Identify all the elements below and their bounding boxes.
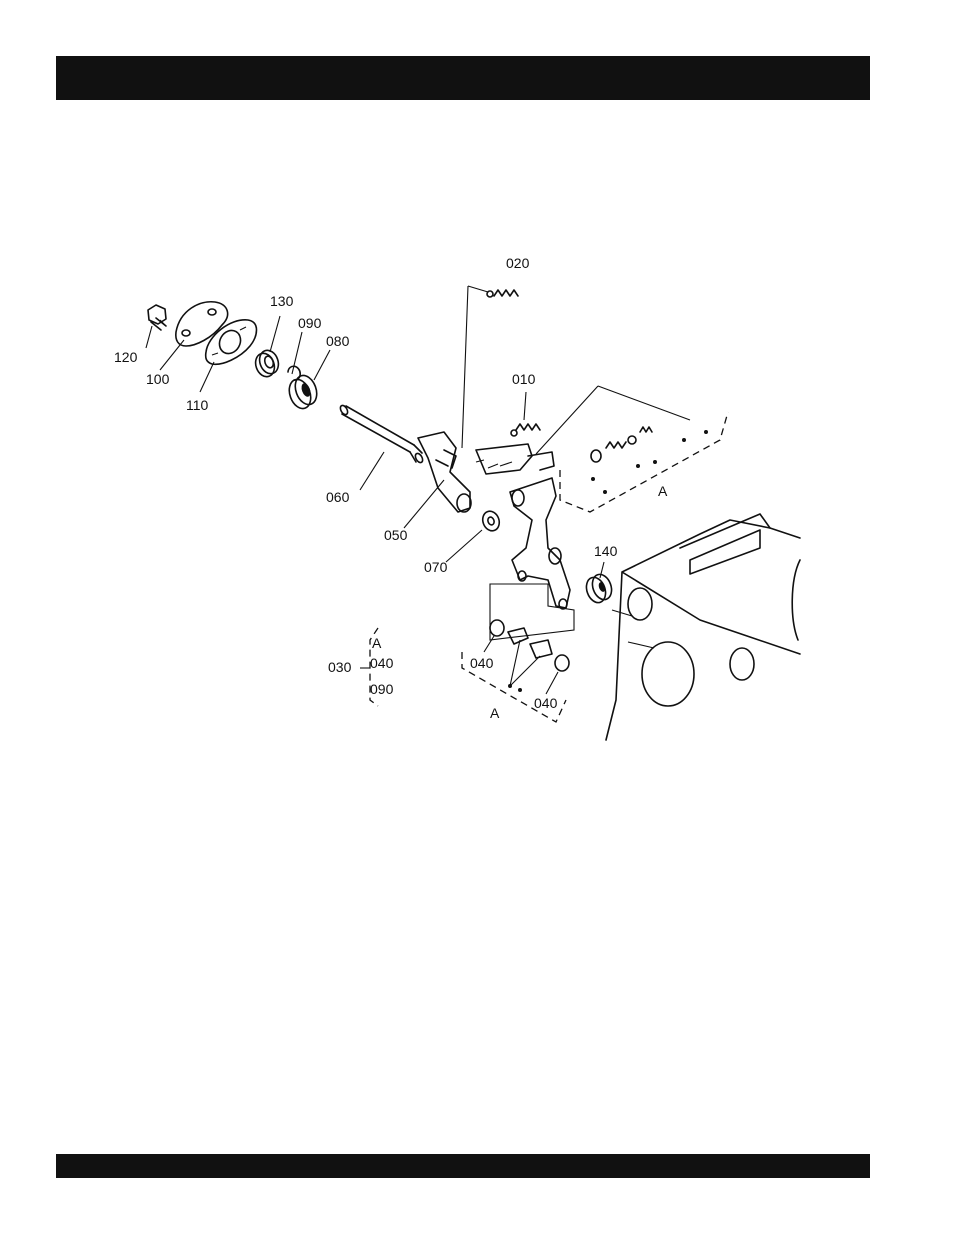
callout-020: 020 bbox=[506, 255, 530, 271]
kit-legend-item-2: 090 bbox=[370, 681, 394, 697]
callout-070: 070 bbox=[424, 559, 448, 575]
group-a-upper-leader bbox=[536, 386, 690, 454]
callout-110: 110 bbox=[186, 397, 209, 413]
callout-140: 140 bbox=[594, 543, 618, 559]
linkage-bracket bbox=[476, 444, 554, 474]
callout-130: 130 bbox=[270, 293, 294, 309]
spring-010 bbox=[511, 424, 540, 436]
callout-060: 060 bbox=[326, 489, 350, 505]
callout-040-left: 040 bbox=[470, 655, 494, 671]
callout-100: 100 bbox=[146, 371, 170, 387]
washer-070 bbox=[480, 509, 502, 533]
callout-080: 080 bbox=[326, 333, 350, 349]
engine-block bbox=[606, 514, 800, 740]
group-a-lower-label: A bbox=[490, 705, 500, 721]
kit-legend-item-1: 040 bbox=[370, 655, 394, 671]
group-a-upper-bracket bbox=[560, 412, 728, 512]
shaft-060 bbox=[339, 404, 424, 464]
group-a-upper-parts bbox=[591, 427, 708, 494]
callout-030: 030 bbox=[328, 659, 352, 675]
callout-050: 050 bbox=[384, 527, 408, 543]
gasket-110 bbox=[206, 320, 257, 364]
group-a-lower-parts bbox=[490, 584, 574, 692]
bearing-130 bbox=[252, 348, 281, 380]
spring-020 bbox=[487, 290, 518, 297]
fork-lever bbox=[510, 478, 570, 609]
group-a-upper-label: A bbox=[658, 483, 668, 499]
bolt-120 bbox=[148, 305, 166, 330]
callout-120: 120 bbox=[114, 349, 138, 365]
lever-050 bbox=[418, 432, 471, 512]
callout-010: 010 bbox=[512, 371, 536, 387]
callout-040-right: 040 bbox=[534, 695, 558, 711]
kit-legend-header: A bbox=[372, 635, 382, 651]
bearing-140 bbox=[583, 572, 615, 606]
callout-090: 090 bbox=[298, 315, 322, 331]
